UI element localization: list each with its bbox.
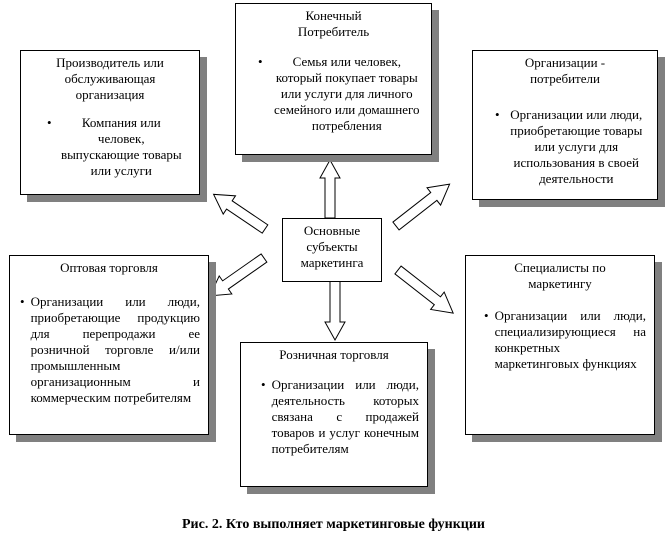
node-title: Розничная торговля bbox=[279, 347, 389, 362]
node-description: Организации или люди, приобретающие прод… bbox=[30, 294, 200, 405]
bullet-symbol: • bbox=[20, 294, 25, 309]
node-retail: Розничная торговля • Организации или люд… bbox=[240, 342, 428, 487]
bullet-symbol: • bbox=[261, 377, 266, 392]
node-description: Организации или люди, приобретающие това… bbox=[510, 107, 643, 186]
node-bullet: • Семья или человек, который покупает то… bbox=[258, 54, 425, 134]
center-label: Основные субъекты маркетинга bbox=[300, 223, 364, 270]
node-org-consumers: Организации - потребители • Организации … bbox=[472, 50, 658, 200]
bullet-symbol: • bbox=[484, 308, 489, 323]
node-consumer: Конечный Потребитель • Семья или человек… bbox=[235, 3, 432, 155]
arrow-to-retail bbox=[324, 279, 346, 342]
bullet-symbol: • bbox=[495, 107, 500, 122]
node-description: Компания или человек, выпускающие товары… bbox=[60, 115, 182, 178]
arrow-to-specialists bbox=[394, 265, 454, 314]
node-title: Специалисты по маркетингу bbox=[514, 260, 606, 291]
node-title: Конечный Потребитель bbox=[297, 8, 370, 39]
arrow-to-org-consumers bbox=[392, 183, 451, 231]
node-description: Организации или люди, специализирующиеся… bbox=[494, 308, 646, 371]
node-wholesale: Оптовая торговля • Организации или люди,… bbox=[9, 255, 209, 435]
node-producer: Производитель или обслуживающая организа… bbox=[20, 50, 200, 195]
bullet-symbol: • bbox=[47, 115, 52, 130]
node-title: Оптовая торговля bbox=[60, 260, 158, 275]
figure-caption: Рис. 2. Кто выполняет маркетинговые функ… bbox=[182, 517, 485, 532]
node-bullet: • Организации или люди, деятельность кот… bbox=[261, 377, 419, 457]
center-node: Основные субъекты маркетинга bbox=[282, 218, 382, 282]
node-bullet: • Организации или люди, специализирующие… bbox=[484, 308, 646, 372]
node-specialists: Специалисты по маркетингу • Организации … bbox=[465, 255, 655, 435]
node-bullet: • Организации или люди, приобретающие то… bbox=[495, 107, 647, 187]
node-title: Организации - потребители bbox=[524, 55, 606, 86]
bullet-symbol: • bbox=[258, 54, 263, 69]
node-description: Семья или человек, который покупает това… bbox=[274, 54, 420, 133]
node-description: Организации или люди, деятельность котор… bbox=[271, 377, 419, 456]
node-title: Производитель или обслуживающая организа… bbox=[56, 55, 164, 102]
node-bullet: • Компания или человек, выпускающие това… bbox=[47, 115, 185, 179]
arrow-to-consumer bbox=[319, 158, 341, 219]
arrow-to-wholesale bbox=[209, 253, 268, 297]
node-bullet: • Организации или люди, приобретающие пр… bbox=[20, 294, 200, 406]
arrow-to-producer bbox=[212, 193, 269, 234]
